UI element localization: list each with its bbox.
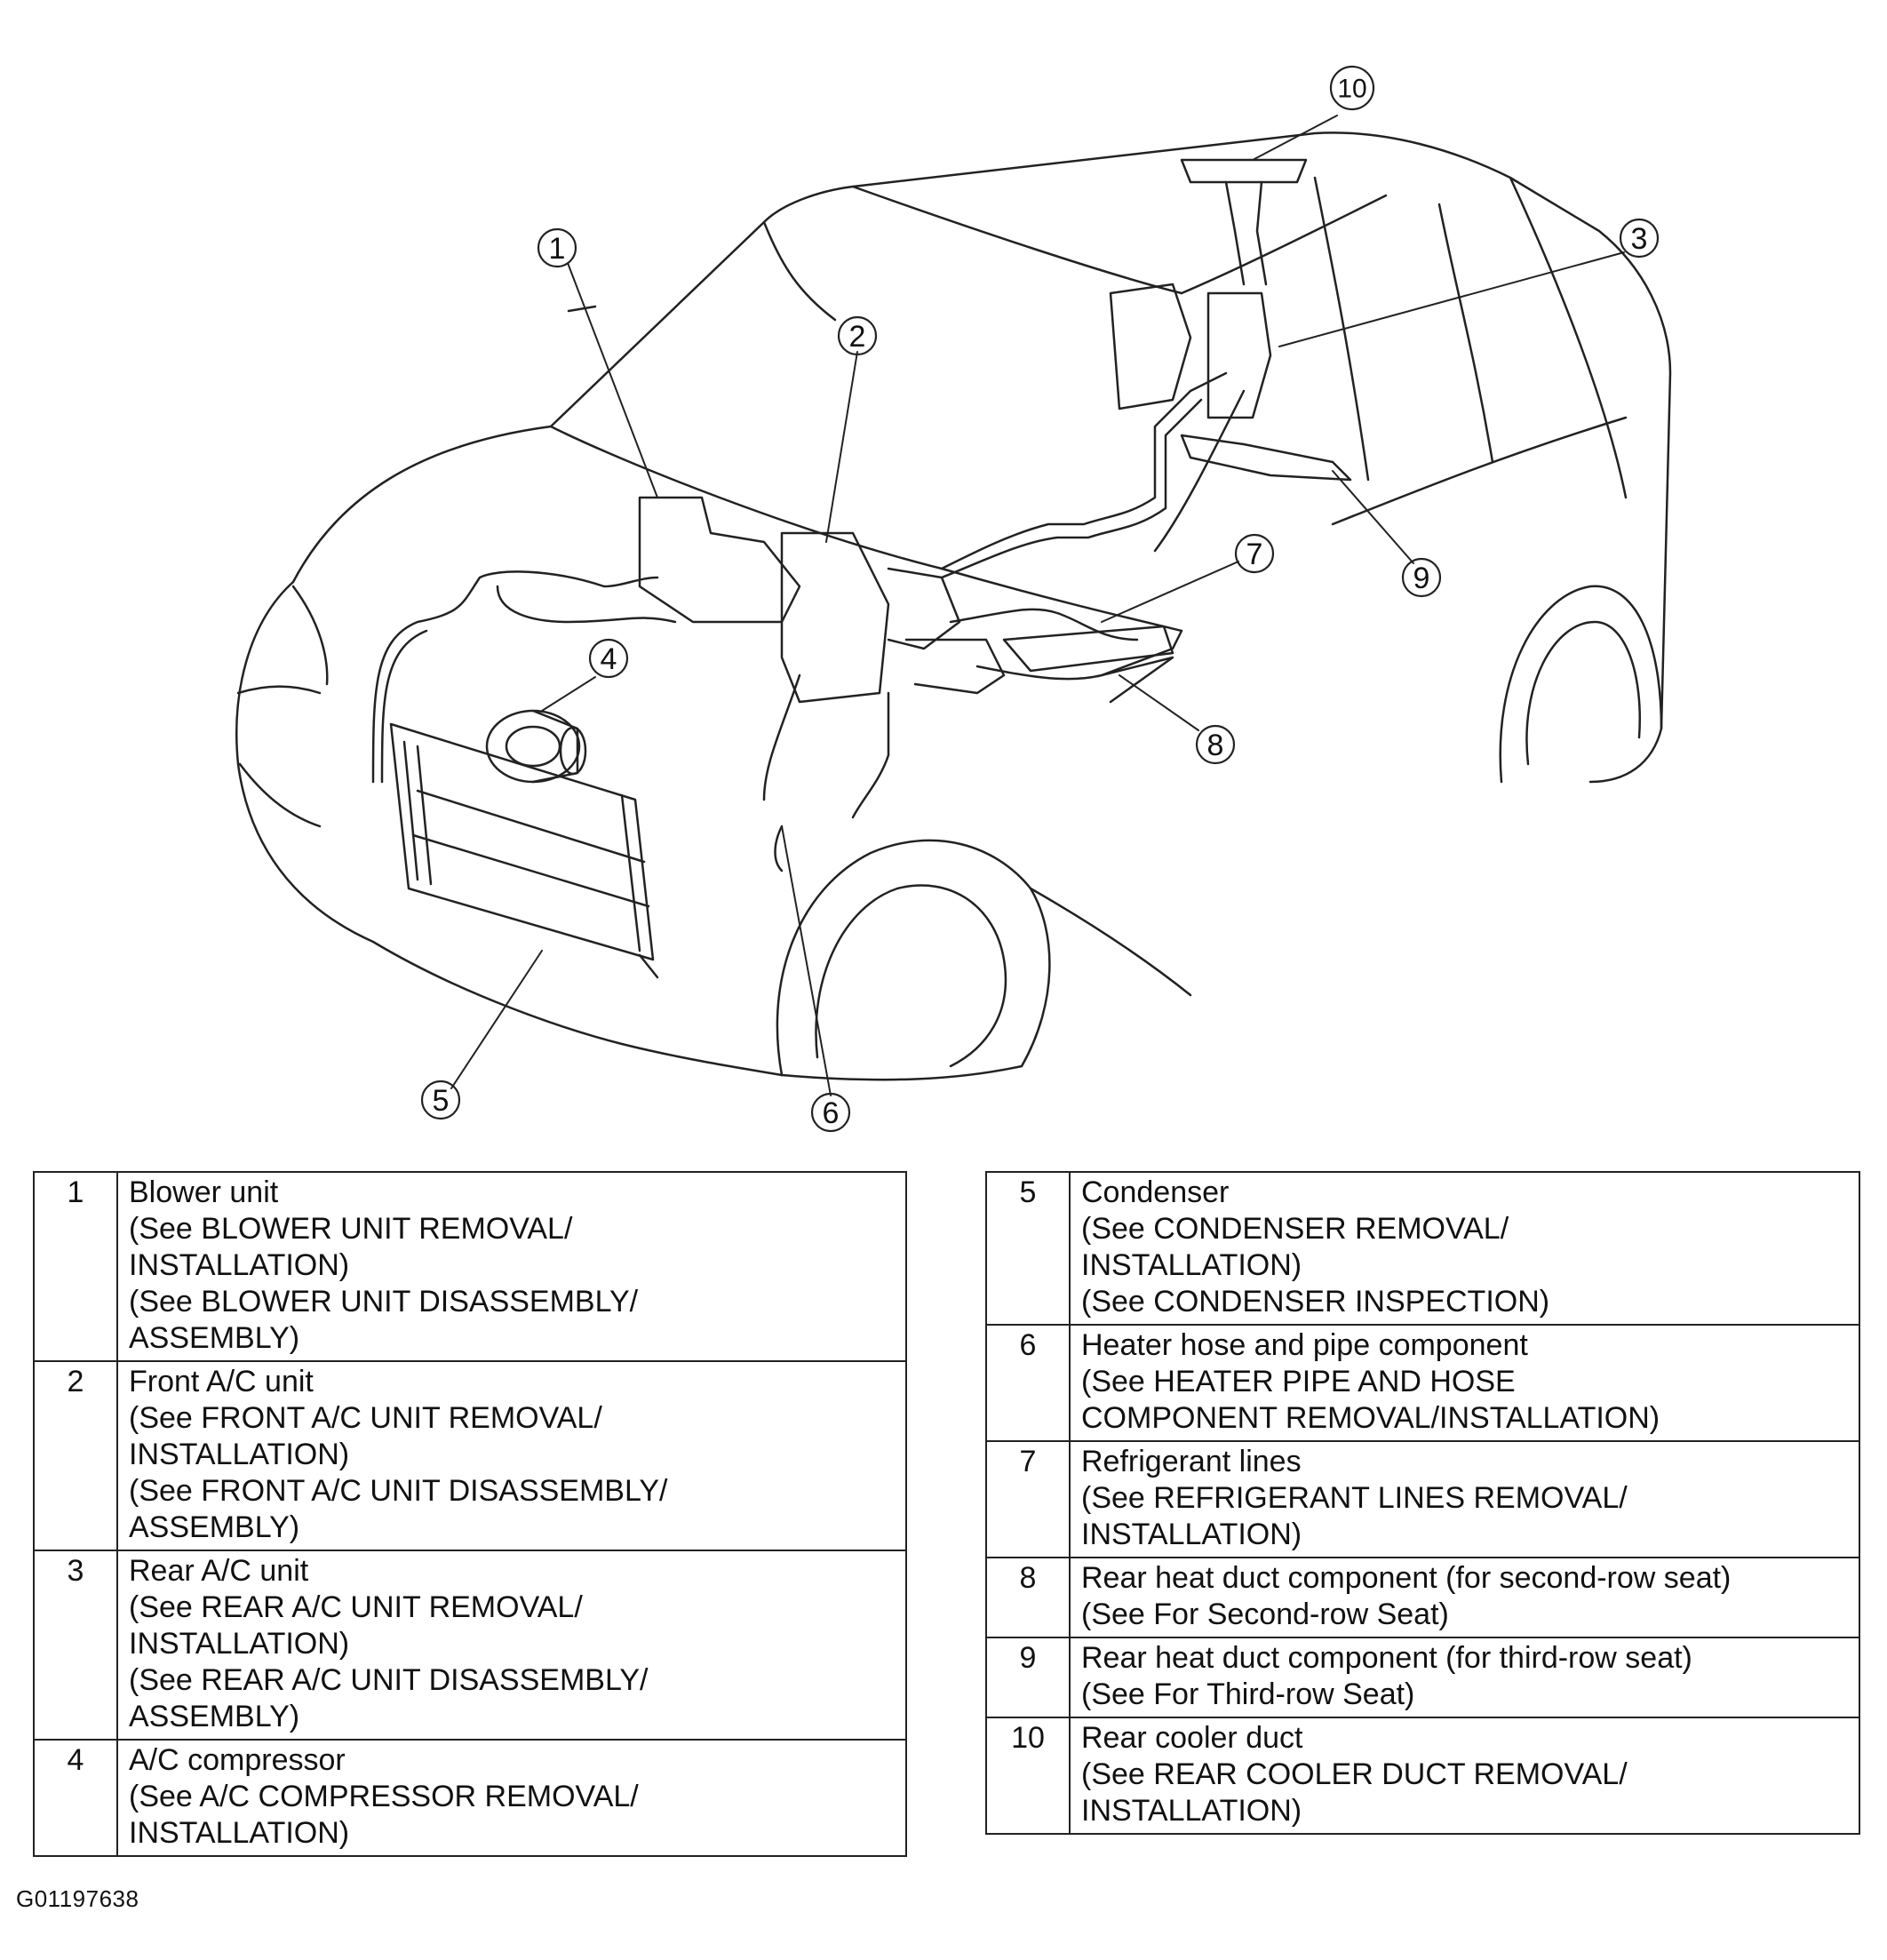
legend-description-line: Rear heat duct component (for third-row … [1081, 1641, 1692, 1675]
legend-number: 10 [985, 1717, 1071, 1835]
legend-description-line: INSTALLATION) [129, 1248, 350, 1282]
callout-6: 6 [823, 1096, 840, 1130]
legend-description-line: ASSEMBLY) [129, 1321, 300, 1355]
legend-description-line: Heater hose and pipe component [1081, 1328, 1528, 1362]
figure-id: G01197638 [16, 1885, 139, 1912]
callout-4: 4 [601, 642, 617, 676]
legend-description: Condenser(See CONDENSER REMOVAL/INSTALLA… [1069, 1171, 1860, 1326]
legend-description: Rear cooler duct(See REAR COOLER DUCT RE… [1069, 1717, 1860, 1835]
legend-description-line: INSTALLATION) [1081, 1248, 1302, 1282]
legend-number: 1 [33, 1171, 118, 1362]
legend-description: Heater hose and pipe component(See HEATE… [1069, 1324, 1860, 1442]
legend-description-line: COMPONENT REMOVAL/INSTALLATION) [1081, 1401, 1660, 1435]
legend-description-line: INSTALLATION) [1081, 1794, 1302, 1828]
legend-description-line: Rear A/C unit [129, 1554, 309, 1588]
legend-description-line: (See FRONT A/C UNIT REMOVAL/ [129, 1401, 602, 1435]
legend-number: 7 [985, 1440, 1071, 1558]
callout-8: 8 [1207, 729, 1224, 762]
legend-description-line: (See HEATER PIPE AND HOSE [1081, 1365, 1516, 1398]
legend-description: Front A/C unit(See FRONT A/C UNIT REMOVA… [116, 1360, 907, 1551]
legend-description: Rear heat duct component (for second-row… [1069, 1557, 1860, 1638]
legend-description-line: INSTALLATION) [129, 1816, 350, 1850]
legend-description: A/C compressor(See A/C COMPRESSOR REMOVA… [116, 1739, 907, 1857]
legend-description-line: INSTALLATION) [1081, 1518, 1302, 1551]
legend-number: 9 [985, 1637, 1071, 1718]
legend-description-line: ASSEMBLY) [129, 1510, 300, 1544]
legend-description-line: Blower unit [129, 1175, 279, 1209]
legend-description-line: (See For Third-row Seat) [1081, 1677, 1415, 1711]
legend-number: 8 [985, 1557, 1071, 1638]
legend-description-line: (See CONDENSER REMOVAL/ [1081, 1212, 1509, 1246]
legend-description-line: A/C compressor [129, 1743, 346, 1777]
legend-description-line: Rear heat duct component (for second-row… [1081, 1561, 1732, 1595]
piping-shape [371, 371, 1228, 872]
callout-9: 9 [1413, 562, 1430, 595]
legend-number: 2 [33, 1360, 118, 1551]
legend-number: 3 [33, 1550, 118, 1741]
legend-description-line: (See REAR A/C UNIT REMOVAL/ [129, 1590, 583, 1624]
condenser-shape [389, 722, 659, 979]
legend-row: 8 Rear heat duct component (for second-ro… [985, 1557, 1860, 1638]
front-ac-unit-shape [638, 496, 1006, 704]
legend-description-line: (See REAR COOLER DUCT REMOVAL/ [1081, 1757, 1628, 1791]
legend-description-line: (See FRONT A/C UNIT DISASSEMBLY/ [129, 1474, 668, 1508]
compressor-shape [485, 709, 587, 784]
legend-description-line: (See REFRIGERANT LINES REMOVAL/ [1081, 1481, 1628, 1515]
callout-5: 5 [433, 1084, 450, 1118]
vehicle-body [235, 131, 1672, 1081]
legend-number: 4 [33, 1739, 118, 1857]
legend-description-line: INSTALLATION) [129, 1438, 350, 1471]
legend-number: 6 [985, 1324, 1071, 1442]
callout-2: 2 [849, 320, 866, 354]
legend-description-line: Rear cooler duct [1081, 1721, 1303, 1755]
legend-description-line: Front A/C unit [129, 1365, 314, 1398]
callout-10: 10 [1337, 75, 1366, 104]
legend-description-line: Refrigerant lines [1081, 1445, 1302, 1478]
vehicle-ac-diagram: 1 2 3 4 5 6 7 8 9 10 [235, 65, 1672, 1133]
leader-lines [450, 115, 1625, 1096]
legend-description: Rear heat duct component (for third-row … [1069, 1637, 1860, 1718]
legend-description-line: (See For Second-row Seat) [1081, 1597, 1449, 1631]
legend-description-line: (See BLOWER UNIT DISASSEMBLY/ [129, 1285, 639, 1319]
legend-description-line: ASSEMBLY) [129, 1700, 300, 1733]
legend-description-line: (See CONDENSER INSPECTION) [1081, 1285, 1550, 1319]
callout-circles [420, 65, 1660, 1133]
callout-7: 7 [1246, 538, 1263, 571]
legend-number: 5 [985, 1171, 1071, 1326]
legend-description: Blower unit(See BLOWER UNIT REMOVAL/INST… [116, 1171, 907, 1362]
legend-description-line: (See BLOWER UNIT REMOVAL/ [129, 1212, 573, 1246]
rear-ac-unit-shape [1002, 158, 1352, 673]
legend-description-line: (See A/C COMPRESSOR REMOVAL/ [129, 1780, 639, 1813]
legend-description: Rear A/C unit(See REAR A/C UNIT REMOVAL/… [116, 1550, 907, 1741]
legend-description: Refrigerant lines(See REFRIGERANT LINES … [1069, 1440, 1860, 1558]
legend-description-line: Condenser [1081, 1175, 1230, 1209]
callout-3: 3 [1631, 222, 1648, 256]
legend-description-line: INSTALLATION) [129, 1627, 350, 1661]
callout-1: 1 [549, 232, 566, 266]
legend-description-line: (See REAR A/C UNIT DISASSEMBLY/ [129, 1663, 649, 1697]
legend-row: 9 Rear heat duct component (for third-row… [985, 1637, 1860, 1718]
